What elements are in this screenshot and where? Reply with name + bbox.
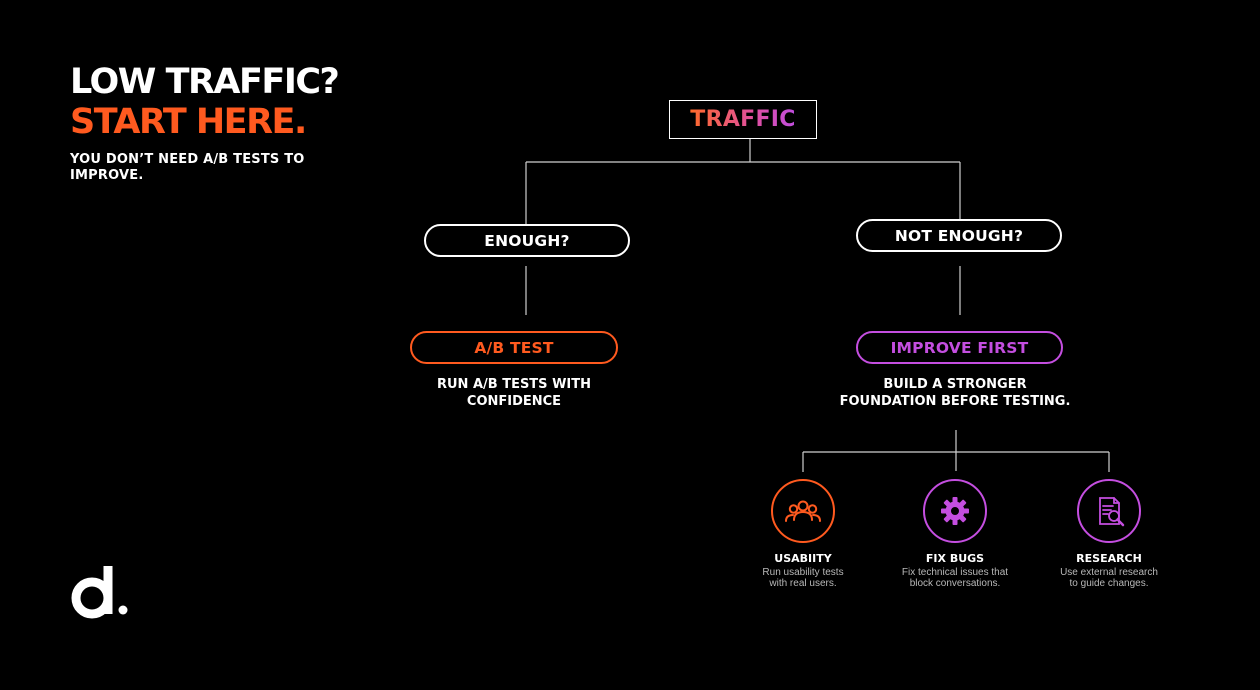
fix-bugs-circle [923,479,987,543]
enough-node: ENOUGH? [424,224,630,257]
headline-line-2: START HERE. [70,102,307,142]
improve-first-node: IMPROVE FIRST [856,331,1063,364]
usability-description: Run usability tests with real users. [762,567,844,589]
fix-bugs-title: FIX BUGS [925,552,985,565]
headline-line-1: LOW TRAFFIC? [70,62,340,102]
headline: LOW TRAFFIC? START HERE. [70,62,340,142]
usability-circle [771,479,835,543]
gear-icon [941,497,969,525]
traffic-node: TRAFFIC [669,100,817,139]
users-icon [785,500,821,522]
research-description: Use external research to guide changes. [1060,567,1158,589]
d-logo-icon [71,566,128,619]
improve-first-description: BUILD A STRONGER FOUNDATION BEFORE TESTI… [839,377,1071,409]
ab-test-node: A/B TEST [410,331,618,364]
traffic-label: TRAFFIC [690,107,796,132]
document-search-icon [1099,497,1125,527]
ab-test-description: RUN A/B TESTS WITH CONFIDENCE [436,377,591,409]
not-enough-node: NOT ENOUGH? [856,219,1062,252]
usability-title: USABIITY [774,552,832,565]
subtitle: YOU DON’T NEED A/B TESTS TO IMPROVE. [70,152,305,183]
research-circle [1077,479,1141,543]
fix-bugs-description: Fix technical issues that block conversa… [901,567,1009,589]
research-title: RESEARCH [1076,552,1142,565]
